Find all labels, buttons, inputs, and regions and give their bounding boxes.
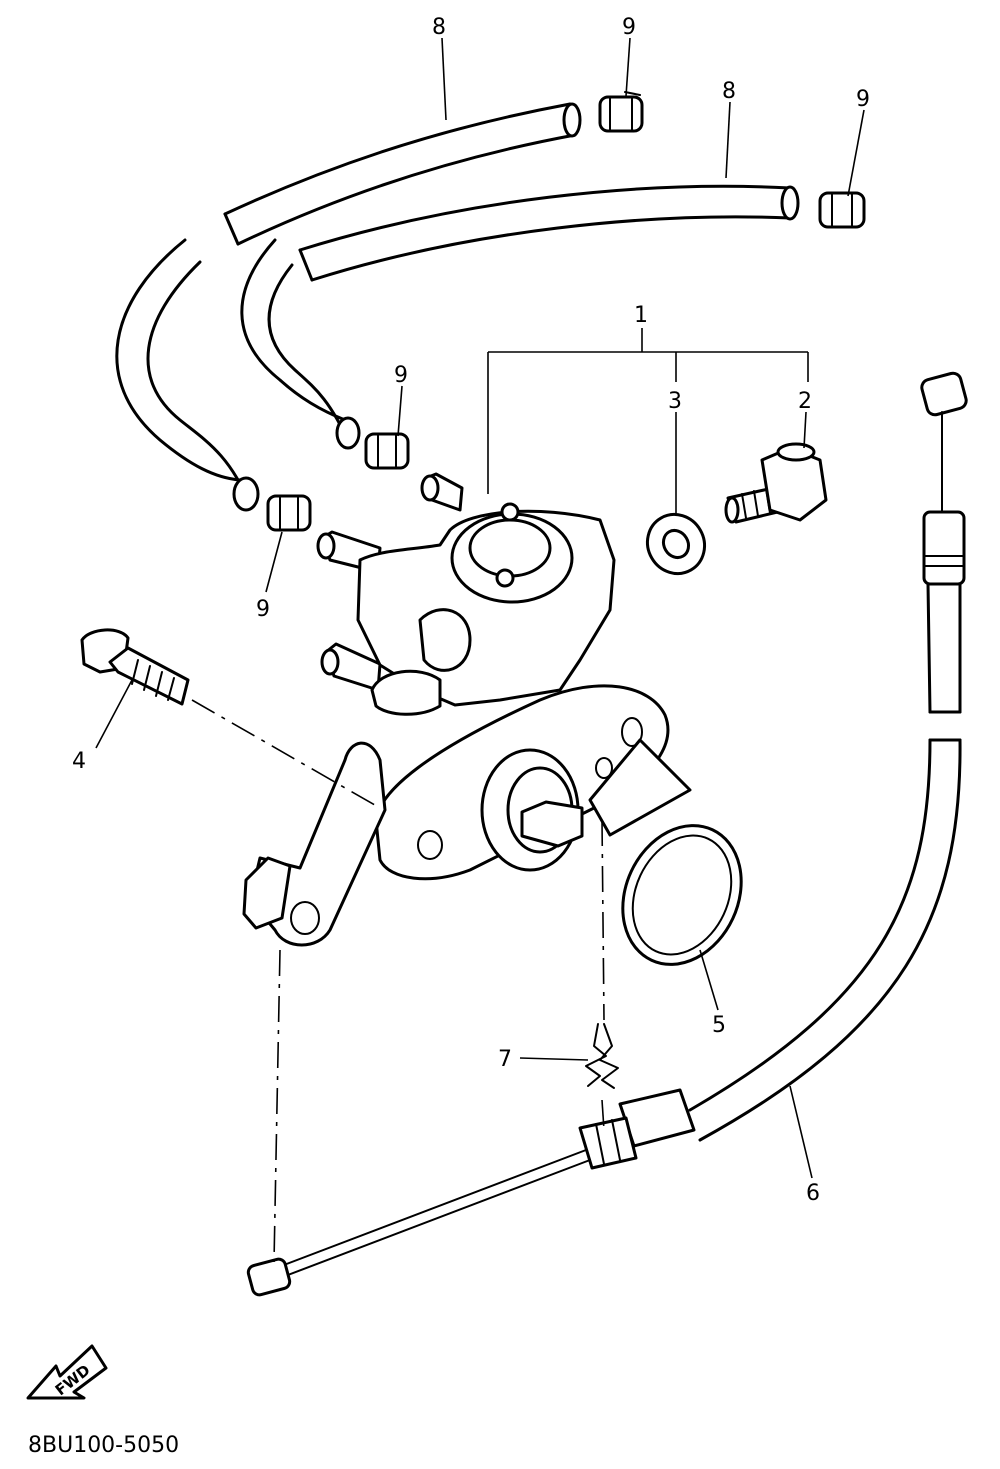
callout-4: 4 — [72, 749, 86, 774]
fuel-hose-upper — [223, 102, 582, 246]
fuel-hose-lower — [298, 184, 800, 282]
fuel-hose-left-bend — [115, 238, 260, 512]
hose-clamp-left — [266, 494, 312, 532]
callout-3: 3 — [668, 389, 682, 414]
o-ring — [621, 824, 743, 966]
callout-2: 2 — [798, 389, 812, 414]
forward-arrow-icon: FWD — [26, 1344, 108, 1400]
callout-9-left: 9 — [256, 597, 270, 622]
assembly-centerlines — [191, 699, 605, 1263]
spring-clip — [585, 1023, 619, 1089]
banjo-bolt — [724, 442, 828, 524]
choke-cable — [246, 371, 968, 1297]
callout-6: 6 — [806, 1181, 820, 1206]
fuel-cock-assembly — [242, 472, 692, 947]
mounting-bolt — [80, 628, 190, 706]
callout-7: 7 — [498, 1047, 512, 1072]
hose-clamp-top-1 — [598, 91, 644, 133]
diagram-code: 8BU100-5050 — [28, 1433, 179, 1458]
leader-lines — [95, 37, 865, 1179]
callout-5: 5 — [712, 1013, 726, 1038]
washer — [645, 512, 707, 576]
callout-8-upper: 8 — [432, 15, 446, 40]
hose-clamp-top-2 — [818, 191, 866, 229]
callout-9-right: 9 — [856, 87, 870, 112]
callout-9-mid: 9 — [394, 363, 408, 388]
callout-9-top: 9 — [622, 15, 636, 40]
fuel-hose-middle-bend — [240, 238, 361, 450]
callout-1: 1 — [634, 303, 648, 328]
hose-clamp-mid — [364, 432, 410, 470]
callout-8-lower: 8 — [722, 79, 736, 104]
